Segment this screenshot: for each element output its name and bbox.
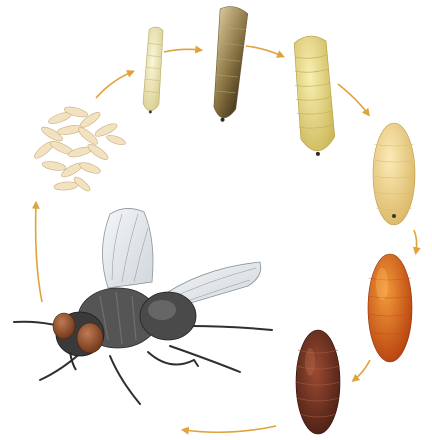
prepupa xyxy=(373,123,415,225)
arrow-larva3-to-prepupa xyxy=(338,84,368,114)
arrow-pupa-early-to-pupa-late xyxy=(354,360,370,380)
pupa-icon xyxy=(373,123,415,225)
arrow-adult-to-eggs xyxy=(36,204,42,302)
larva-icon xyxy=(208,5,248,123)
larva-first-instar xyxy=(142,27,164,114)
fly-eye-left xyxy=(53,313,75,339)
pupa-icon xyxy=(296,330,340,434)
larva-third-instar xyxy=(292,35,336,157)
eggs-cluster xyxy=(32,105,126,193)
larva-icon xyxy=(142,27,164,114)
egg-cluster-icon xyxy=(32,105,126,193)
fly-wing-upper xyxy=(102,208,153,288)
pupa-late xyxy=(296,330,340,434)
larva-second-instar xyxy=(208,5,248,123)
arrow-larva2-to-larva3 xyxy=(246,46,282,56)
larva-icon xyxy=(292,35,336,157)
adult-fly xyxy=(14,208,272,404)
pupa-early xyxy=(368,254,412,362)
pupa-icon xyxy=(368,254,412,362)
arrow-larva1-to-larva2 xyxy=(164,49,200,52)
fly-icon xyxy=(14,208,272,404)
arrow-eggs-to-larva1 xyxy=(96,72,132,98)
fly-eye-right xyxy=(77,323,103,353)
arrow-prepupa-to-pupa-early xyxy=(414,230,417,252)
arrow-pupa-late-to-adult xyxy=(184,426,276,432)
